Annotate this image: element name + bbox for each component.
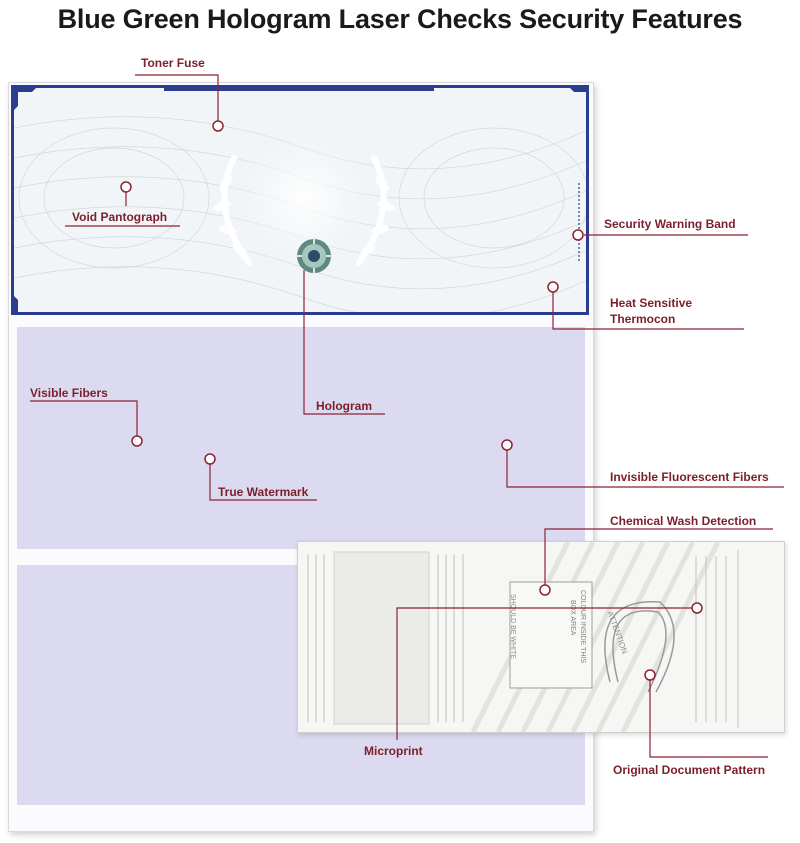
label-chemical-wash-detection: Chemical Wash Detection [610, 514, 757, 528]
label-heat-sensitive-2: Thermocon [610, 312, 676, 326]
label-hologram: Hologram [316, 399, 373, 413]
label-security-warning-band: Security Warning Band [604, 217, 736, 231]
page-title: Blue Green Hologram Laser Checks Securit… [57, 4, 743, 34]
label-true-watermark: True Watermark [218, 485, 309, 499]
card-pattern [307, 542, 739, 732]
marker-void-pantograph [120, 181, 132, 193]
marker-original-document-pattern [644, 669, 656, 681]
marker-microprint [691, 602, 703, 614]
label-invisible-fluorescent-fibers: Invisible Fluorescent Fibers [610, 470, 769, 484]
label-visible-fibers: Visible Fibers [30, 386, 108, 400]
marker-heat-sensitive [547, 281, 559, 293]
marker-security-warning-band [572, 229, 584, 241]
marker-visible-fibers [131, 435, 143, 447]
label-heat-sensitive-1: Heat Sensitive [610, 296, 693, 310]
check-sheet [8, 82, 594, 832]
check-face [11, 85, 589, 315]
label-void-pantograph: Void Pantograph [72, 210, 168, 224]
label-toner-fuse: Toner Fuse [141, 56, 205, 70]
hologram-icon [296, 238, 332, 274]
marker-chemical-wash [539, 584, 551, 596]
marker-invisible-fibers [501, 439, 513, 451]
label-original-document-pattern: Original Document Pattern [613, 763, 766, 777]
check-stub-upper [17, 327, 585, 549]
marker-true-watermark [204, 453, 216, 465]
marker-toner-fuse [212, 120, 224, 132]
security-warning-band-top [164, 88, 434, 91]
security-feature-card: ATTENTION COLOUR INSIDE THIS BOX AREA SH… [297, 541, 785, 733]
check-pattern [14, 88, 586, 312]
label-microprint: Microprint [364, 744, 423, 758]
